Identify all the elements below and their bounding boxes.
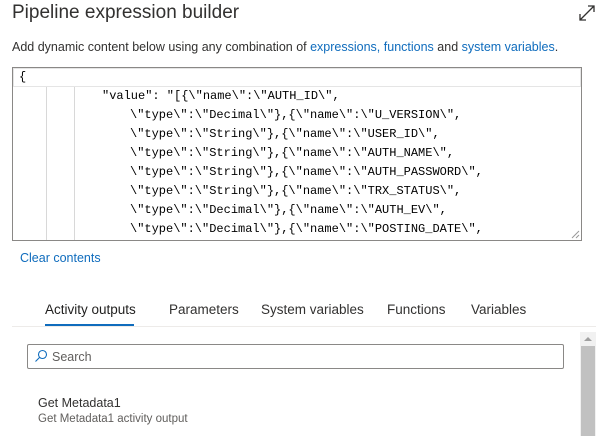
clear-contents-link[interactable]: Clear contents [20, 251, 101, 265]
code-line: "value": "[{\"name\":\"AUTH_ID\", [102, 89, 340, 103]
activity-output-description: Get Metadata1 activity output [38, 413, 188, 425]
scrollbar-thumb[interactable] [581, 346, 595, 436]
tab-bar: Activity outputs Parameters System varia… [12, 298, 596, 327]
expand-icon[interactable] [578, 4, 596, 22]
description-text: and [433, 40, 462, 54]
code-line: \"type\":\"Decimal\"},{\"name\":\"AUTH_E… [130, 203, 447, 217]
indent-guide [74, 87, 75, 240]
search-input[interactable] [52, 348, 552, 365]
system-variables-link[interactable]: system variables [461, 40, 555, 54]
code-line: \"type\":\"Decimal\"},{\"name\":\"U_VERS… [130, 108, 462, 122]
code-line: \"type\":\"String\"},{\"name\":\"AUTH_PA… [130, 165, 483, 179]
scroll-up-icon[interactable] [584, 337, 592, 341]
indent-guide [46, 87, 47, 240]
functions-link[interactable]: functions [383, 40, 434, 54]
code-line: \"type\":\"Decimal\"},{\"name\":\"POSTIN… [130, 222, 483, 236]
search-icon [35, 349, 48, 362]
expressions-link[interactable]: expressions, [310, 40, 381, 54]
current-line-highlight [13, 68, 581, 87]
tab-activity-outputs[interactable]: Activity outputs [45, 302, 136, 317]
activity-output-item[interactable]: Get Metadata1 [38, 396, 121, 410]
code-line: \"type\":\"String\"},{\"name\":\"TRX_STA… [130, 184, 462, 198]
scrollbar[interactable] [580, 332, 596, 436]
description: Add dynamic content below using any comb… [12, 40, 558, 54]
description-text: . [554, 40, 559, 54]
code-line: { [19, 70, 27, 84]
tab-variables[interactable]: Variables [471, 302, 527, 317]
page-title: Pipeline expression builder [12, 2, 240, 23]
search-box[interactable] [27, 344, 564, 369]
description-text: Add dynamic content below using any comb… [12, 40, 311, 54]
tab-parameters[interactable]: Parameters [169, 302, 239, 317]
tab-functions[interactable]: Functions [387, 302, 446, 317]
resize-handle-icon[interactable] [570, 229, 580, 239]
tab-system-variables[interactable]: System variables [261, 302, 364, 317]
expression-editor[interactable]: { "value": "[{\"name\":\"AUTH_ID\", \"ty… [12, 67, 582, 241]
code-line: \"type\":\"String\"},{\"name\":\"AUTH_NA… [130, 146, 455, 160]
code-line: \"type\":\"String\"},{\"name\":\"USER_ID… [130, 127, 440, 141]
active-tab-indicator [45, 324, 134, 326]
